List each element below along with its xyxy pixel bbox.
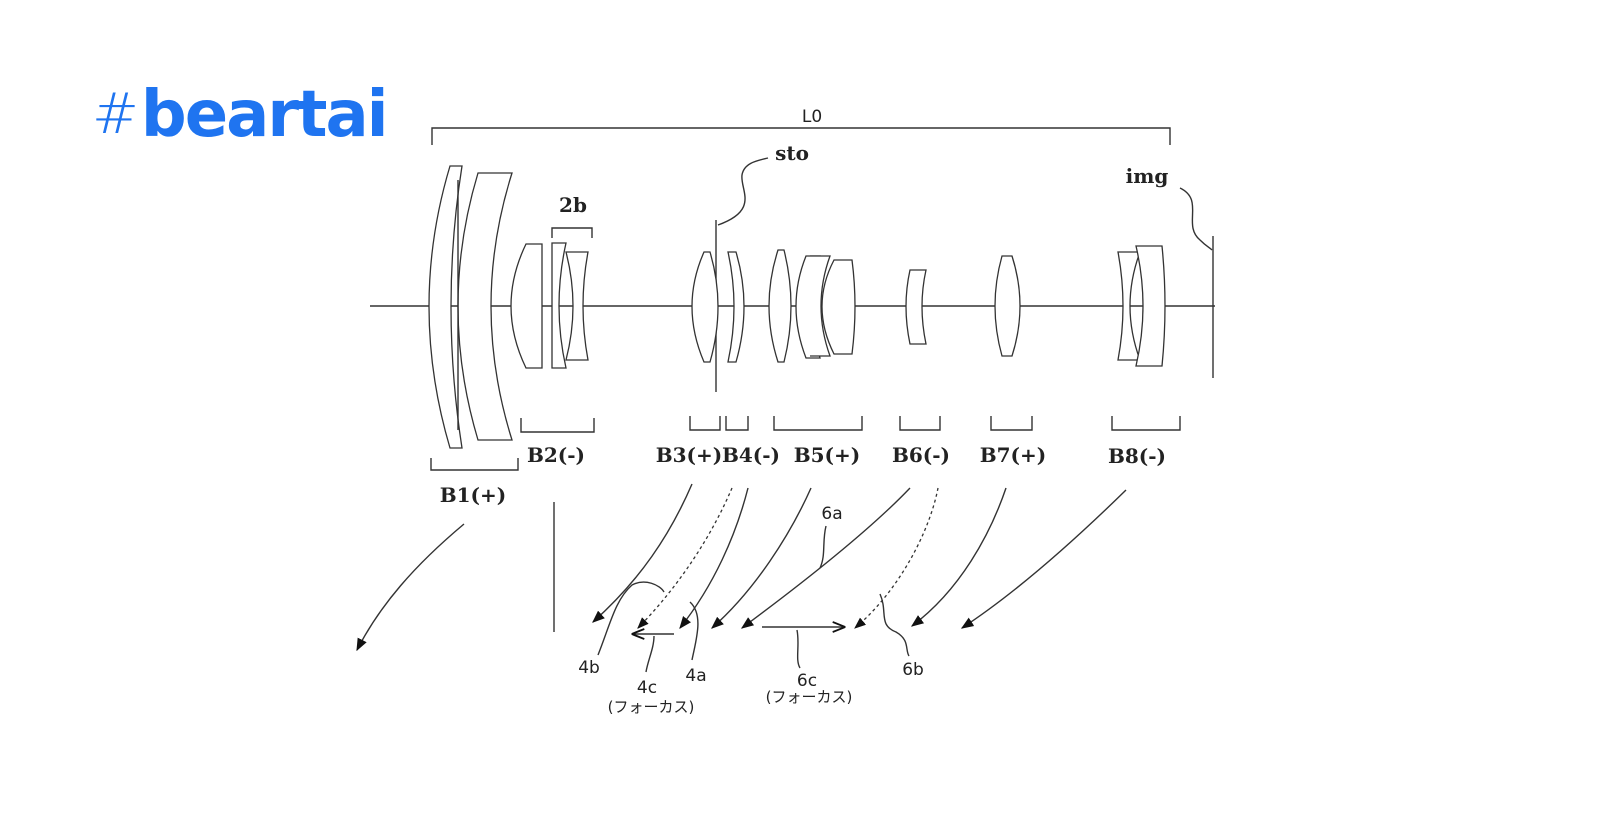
b3-lens [691, 251, 719, 363]
stop-leader [717, 157, 769, 226]
b6-bracket [899, 416, 941, 431]
b4-bracket [725, 416, 749, 431]
b4-lens [727, 251, 745, 363]
b6-label: B6(-) [892, 443, 950, 467]
b3-motion-arrow [592, 483, 693, 623]
beartai-logo: # beartai [92, 78, 389, 152]
b7-bracket [990, 416, 1033, 431]
6a-leader [819, 525, 827, 569]
4a-leader [689, 601, 699, 661]
b6-motion-arrow [740, 487, 911, 629]
l0-bracket [431, 127, 1171, 145]
b2-label: B2(-) [527, 443, 585, 467]
4a-label: 4a [685, 666, 706, 686]
b4-motion-arrow [679, 487, 749, 629]
b7-motion-arrow [910, 487, 1007, 627]
4c-label: 4c [637, 678, 657, 698]
4c-leader [645, 635, 655, 673]
b5-lens-3 [810, 255, 831, 357]
4b-leader [597, 581, 665, 656]
2b-bracket [551, 227, 593, 238]
b5-label: B5(+) [794, 443, 861, 467]
b2-lens-3 [565, 251, 589, 361]
b2-bracket [520, 418, 595, 433]
b1-lens-1 [428, 165, 463, 449]
b3-bracket [689, 416, 721, 431]
b5-motion-arrow [711, 487, 812, 629]
image-label: img [1126, 164, 1169, 188]
b8-bracket [1111, 416, 1181, 431]
b2-lens-2 [551, 242, 567, 369]
focus-4c-caption: (フォーカス) [608, 698, 695, 716]
b5-lens-4 [821, 259, 856, 355]
6a-label: 6a [821, 504, 842, 524]
b1-lens-2 [457, 172, 513, 441]
b8-motion-arrow [960, 489, 1127, 629]
stop-label: sto [775, 141, 809, 165]
6b-label: 6b [902, 660, 924, 680]
logo-wordmark: beartai [140, 78, 389, 152]
b4-dashed-arrow [637, 487, 733, 629]
b1-label: B1(+) [440, 483, 507, 507]
focus-6c-caption: (フォーカス) [766, 688, 853, 706]
6c-leader [796, 629, 801, 669]
6b-leader [879, 593, 910, 657]
b5-lens-1 [768, 249, 792, 363]
l0-label: L0 [802, 107, 822, 127]
b1-motion-arrow [356, 523, 465, 652]
b4-label: B4(-) [722, 443, 780, 467]
logo-hash: # [92, 82, 139, 147]
image-leader [1179, 187, 1213, 251]
b3-label: B3(+) [656, 443, 723, 467]
6c-label: 6c [797, 671, 817, 691]
b2-lens-1 [510, 243, 543, 369]
b5-bracket [773, 416, 863, 431]
b6-lens [905, 269, 927, 345]
b6-dashed-arrow [854, 487, 939, 629]
b8-label: B8(-) [1108, 444, 1166, 468]
4b-label: 4b [578, 658, 600, 678]
b1-bracket [430, 458, 519, 471]
b8-lens-2 [1135, 245, 1166, 367]
2b-label: 2b [559, 193, 587, 217]
b7-label: B7(+) [980, 443, 1047, 467]
b7-lens [994, 255, 1021, 357]
